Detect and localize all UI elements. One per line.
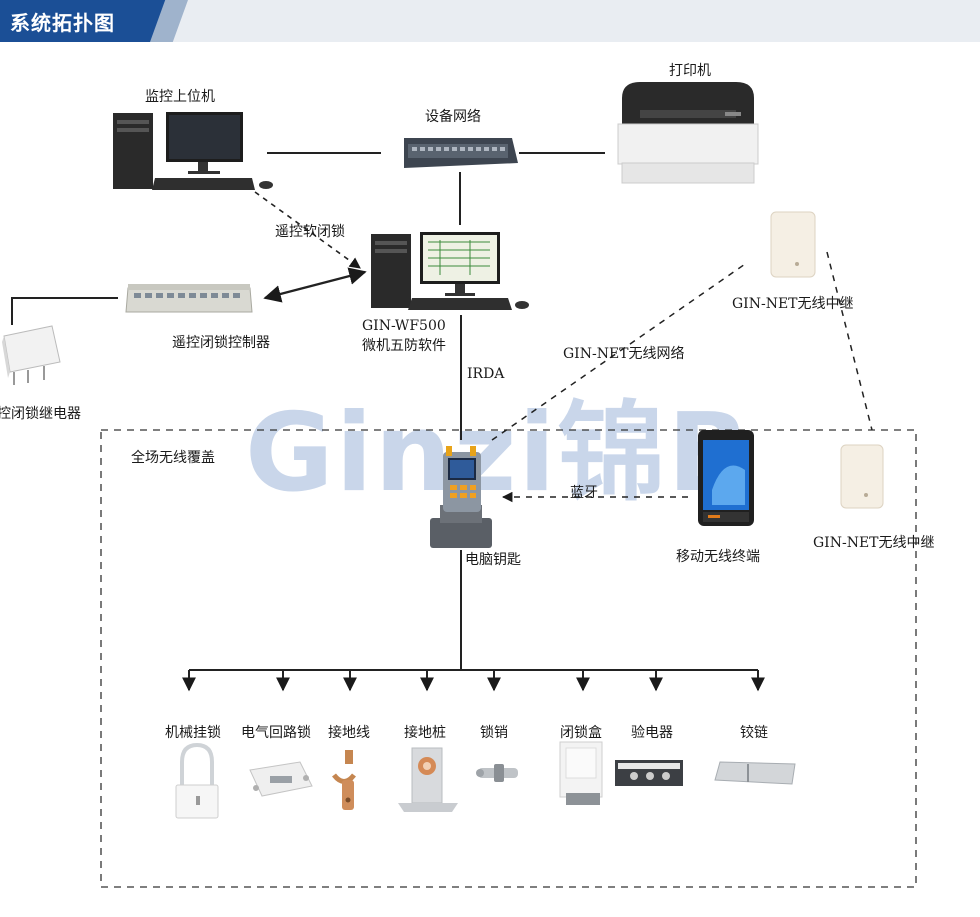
link-gin-net: [491, 261, 749, 441]
label-relay-bottom: GIN-NET无线中继: [813, 535, 935, 551]
computer-key-icon: [430, 446, 492, 548]
lock-label: 铰链: [740, 725, 768, 741]
label-switch: 设备网络: [425, 109, 481, 125]
label-remote-soft-lock: 遥控软闭锁: [275, 224, 345, 240]
link-remote-soft-lock: [254, 191, 361, 269]
label-wf500-name: 微机五防软件: [362, 338, 446, 354]
label-computer-key: 电脑钥匙: [465, 552, 521, 568]
wireless-relay-icon: [840, 444, 884, 509]
wireless-relay-icon: [770, 211, 816, 278]
circuit-lock-icon: [249, 761, 313, 797]
mechanical-padlock-icon: [175, 742, 219, 819]
switch-icon: [404, 138, 518, 168]
lock-label: 机械挂锁: [165, 725, 221, 741]
lock-pin-icon: [476, 764, 518, 782]
ground-post-icon: [398, 747, 458, 812]
header-tab: [0, 0, 172, 42]
label-relay-top: GIN-NET无线中继: [732, 296, 854, 312]
label-coverage: 全场无线覆盖: [131, 450, 215, 466]
lock-label: 电气回路锁: [241, 725, 311, 741]
relay-icon: [2, 325, 61, 385]
lock-label: 接地线: [328, 725, 370, 741]
lock-label: 锁销: [480, 725, 508, 741]
voltage-tester-icon: [615, 760, 683, 786]
coverage-area: [100, 429, 917, 888]
lock-box-icon: [559, 741, 603, 805]
label-host-pc: 监控上位机: [145, 89, 215, 105]
printer-icon: [617, 82, 759, 184]
lock-label: 闭锁盒: [560, 725, 602, 741]
label-gin-net-network: GIN-NET无线网络: [563, 346, 685, 362]
label-mobile-terminal: 移动无线终端: [676, 549, 760, 565]
mobile-terminal-icon: [698, 430, 754, 526]
lock-drops: [182, 670, 765, 692]
label-remote-controller: 遥控闭锁控制器: [172, 335, 270, 351]
label-relay: 控闭锁继电器: [0, 406, 81, 422]
lock-label: 验电器: [631, 725, 673, 741]
link-relay-controller: [11, 297, 118, 325]
label-irda: IRDA: [467, 366, 505, 382]
link-controller-wf500: [263, 267, 367, 303]
label-bluetooth: 蓝牙: [570, 485, 598, 501]
wf500-pc-icon: [371, 232, 529, 310]
host-pc-icon: [113, 112, 273, 190]
label-printer: 打印机: [669, 63, 711, 79]
remote-controller-icon: [125, 284, 253, 313]
link-relays: [826, 251, 873, 431]
label-wf500-model: GIN-WF500: [362, 318, 446, 334]
page-title: 系统拓扑图: [10, 11, 115, 35]
lock-label: 接地桩: [404, 725, 446, 741]
watermark: Ginzi锦B: [245, 391, 752, 516]
ground-wire-icon: [332, 750, 356, 810]
hinge-icon: [714, 761, 796, 785]
